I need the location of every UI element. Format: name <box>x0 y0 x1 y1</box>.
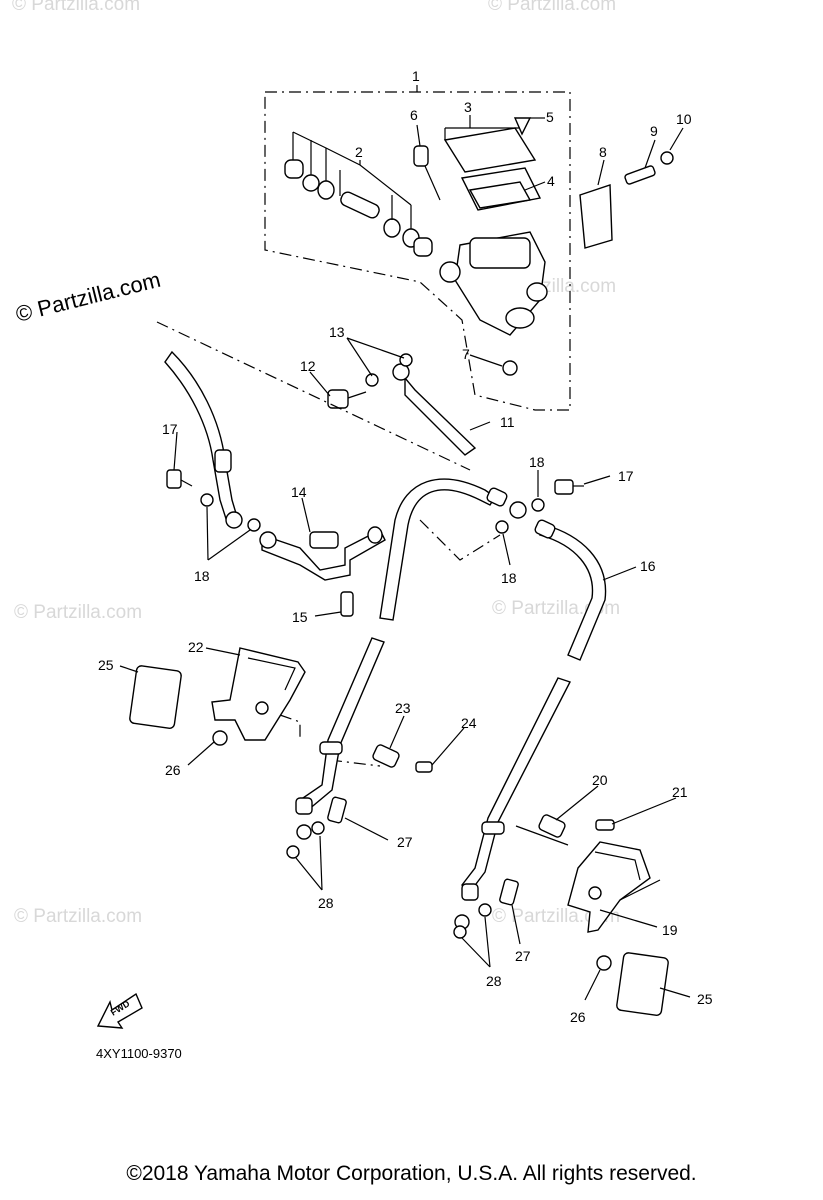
watermark: © Partzilla.com <box>12 0 140 15</box>
callout-26: 26 <box>165 762 181 778</box>
callout-26b: 26 <box>570 1009 586 1025</box>
callout-27b: 27 <box>515 948 531 964</box>
hose-clamp <box>538 814 566 838</box>
callout-27: 27 <box>397 834 413 850</box>
callout-20: 20 <box>592 772 608 788</box>
watermark: © Partzilla.com <box>14 906 142 927</box>
routing-line <box>156 321 471 471</box>
washer <box>286 845 300 859</box>
reflector <box>616 952 669 1016</box>
union-bolt-lower <box>327 796 347 824</box>
routing-line <box>279 714 301 740</box>
callout-25: 25 <box>98 657 114 673</box>
callout-18: 18 <box>529 454 545 470</box>
master-cylinder-body <box>439 231 548 336</box>
piston-kit <box>284 131 433 257</box>
union-bolt <box>166 469 182 489</box>
callout-23: 23 <box>395 700 411 716</box>
cap-nut <box>502 360 518 376</box>
callout-18c: 18 <box>501 570 517 586</box>
routing-line <box>419 519 501 561</box>
joint-bolt <box>340 591 354 617</box>
washer <box>311 821 325 835</box>
washer <box>478 903 492 917</box>
brake-hose-right-lower <box>454 677 571 930</box>
callout-24: 24 <box>461 715 477 731</box>
callout-4: 4 <box>547 173 555 189</box>
callout-6: 6 <box>410 107 418 123</box>
callout-5: 5 <box>546 109 554 125</box>
leader-lines <box>119 85 691 1001</box>
callout-28b: 28 <box>486 973 502 989</box>
callout-10: 10 <box>676 111 692 127</box>
callout-1: 1 <box>412 68 420 84</box>
callout-22: 22 <box>188 639 204 655</box>
fwd-arrow-icon: FWD <box>96 992 143 1029</box>
clamp-bolt <box>415 761 433 773</box>
reflector <box>129 665 182 729</box>
reservoir-cap-group <box>443 117 542 211</box>
reflector-nut <box>212 730 228 746</box>
callout-25b: 25 <box>697 991 713 1007</box>
callout-16: 16 <box>640 558 656 574</box>
routing-line <box>329 759 381 767</box>
copper-washer <box>495 520 509 534</box>
callout-21: 21 <box>672 784 688 800</box>
brake-hose-left-lower <box>295 637 385 840</box>
callout-19: 19 <box>662 922 678 938</box>
watermark: © Partzilla.com <box>14 602 142 623</box>
assembly-boundary <box>264 91 571 411</box>
callout-14: 14 <box>291 484 307 500</box>
watermark: © Partzilla.com <box>488 0 616 15</box>
reflector-nut <box>596 955 612 971</box>
callout-13: 13 <box>329 324 345 340</box>
callout-28: 28 <box>318 895 334 911</box>
part-code: 4XY1100-9370 <box>96 1046 182 1061</box>
callout-3: 3 <box>464 99 472 115</box>
brake-hose-arch <box>379 478 607 661</box>
washer <box>453 925 467 939</box>
copper-washer <box>531 498 545 512</box>
hose-guide-left <box>211 647 306 741</box>
hose-clamp <box>372 744 400 768</box>
callout-17: 17 <box>162 421 178 437</box>
callout-15: 15 <box>292 609 308 625</box>
callout-labels: 1 2 3 4 5 6 7 8 9 10 11 12 13 14 15 16 1… <box>98 68 713 1025</box>
union-bolt <box>554 479 574 495</box>
callout-8: 8 <box>599 144 607 160</box>
holder-group <box>579 151 674 249</box>
callout-12: 12 <box>300 358 316 374</box>
callout-11: 11 <box>500 414 515 430</box>
copper-washer <box>200 493 214 507</box>
callout-7: 7 <box>462 346 470 362</box>
bleed-bolt <box>413 145 441 201</box>
callout-18b: 18 <box>194 568 210 584</box>
brake-joint <box>259 526 386 581</box>
callout-17b: 17 <box>618 468 634 484</box>
watermark-main: © Partzilla.com <box>13 267 163 327</box>
union-bolt-lower <box>499 878 519 906</box>
brake-hose-upper <box>327 353 477 456</box>
callout-2: 2 <box>355 144 363 160</box>
copper-washer <box>247 518 261 532</box>
callout-9: 9 <box>650 123 658 139</box>
brake-hose-left <box>164 350 243 529</box>
clamp-bolt <box>595 819 615 831</box>
copyright-notice: ©2018 Yamaha Motor Corporation, U.S.A. A… <box>126 1162 697 1185</box>
hose-guide-right <box>567 841 651 933</box>
